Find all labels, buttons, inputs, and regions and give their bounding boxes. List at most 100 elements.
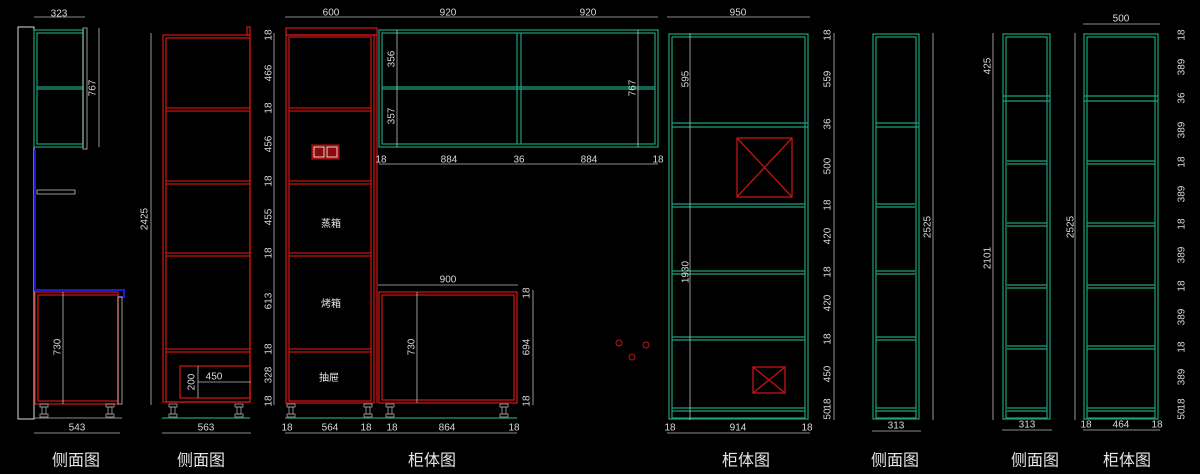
dim: 18 bbox=[1177, 280, 1188, 292]
dim: 18 bbox=[264, 175, 275, 187]
dim-drawer-height: 200 bbox=[187, 373, 198, 390]
dim: 389 bbox=[1177, 185, 1188, 202]
dim: 18 bbox=[652, 155, 664, 166]
upper-wall-cabinets bbox=[378, 29, 659, 148]
dim: 455 bbox=[264, 208, 275, 225]
cross-box-icon bbox=[752, 366, 786, 394]
dim: 357 bbox=[387, 107, 398, 124]
dim-height: 2525 bbox=[1066, 215, 1077, 238]
dim: 50 bbox=[823, 408, 834, 420]
dim: 18 bbox=[664, 423, 676, 434]
dim: 18 bbox=[264, 395, 275, 407]
backsplash bbox=[34, 150, 125, 298]
dim: 914 bbox=[730, 423, 747, 434]
dim-height: 767 bbox=[88, 79, 99, 96]
dim-width: 950 bbox=[730, 8, 747, 19]
drawing-label: 柜体图 bbox=[1103, 451, 1151, 470]
socket-icon bbox=[311, 144, 340, 160]
dim: 18 bbox=[823, 333, 834, 345]
drawing-label: 侧面图 bbox=[871, 451, 919, 470]
wall bbox=[17, 26, 35, 420]
dim: 389 bbox=[1177, 121, 1188, 138]
dim-width: 323 bbox=[51, 9, 68, 20]
dim: 389 bbox=[1177, 308, 1188, 325]
dim-height: 2425 bbox=[140, 207, 151, 230]
drawing-label: 侧面图 bbox=[177, 451, 225, 470]
dim-base-width: 900 bbox=[440, 275, 457, 286]
dim-upper-width-2: 920 bbox=[580, 8, 597, 19]
dim: 50 bbox=[1177, 408, 1188, 420]
dim: 450 bbox=[823, 365, 834, 382]
dim: 389 bbox=[1177, 246, 1188, 263]
dim: 18 bbox=[264, 247, 275, 259]
dim: 456 bbox=[264, 135, 275, 152]
dim: 18 bbox=[1177, 341, 1188, 353]
drawing-cabinet-elevation-2: 595 1930 950 18 559 36 500 18 420 18 420… bbox=[664, 8, 835, 470]
dim: 36 bbox=[513, 155, 525, 166]
cross-box-icon bbox=[736, 137, 793, 198]
drawing-side-view-1: 323 767 730 543 侧面图 bbox=[17, 9, 125, 470]
drawing-label: 侧面图 bbox=[52, 451, 100, 470]
drawing-cabinet-elevation-3: 500 2525 18 389 36 389 18 389 18 389 18 … bbox=[1066, 14, 1188, 470]
dim: 18 bbox=[823, 266, 834, 278]
dim: 389 bbox=[1177, 368, 1188, 385]
dim: 767 bbox=[628, 79, 639, 96]
leg bbox=[499, 403, 509, 418]
base-cabinet bbox=[378, 291, 518, 404]
dim: 18 bbox=[522, 287, 533, 299]
dim: 18 bbox=[823, 29, 834, 41]
dim: 420 bbox=[823, 227, 834, 244]
dim: 884 bbox=[581, 155, 598, 166]
dim-base-height: 730 bbox=[53, 338, 64, 355]
dim: 18 bbox=[386, 423, 398, 434]
dim: 18 bbox=[264, 102, 275, 114]
dim: 18 bbox=[823, 398, 834, 410]
drawing-side-view-3: 2525 313 侧面图 bbox=[871, 33, 934, 470]
leg bbox=[234, 403, 244, 418]
leg bbox=[105, 403, 115, 418]
dim-depth: 313 bbox=[1019, 420, 1036, 431]
dim: 18 bbox=[801, 423, 813, 434]
drawing-side-view-2: 200 450 2425 563 侧面图 bbox=[140, 26, 251, 470]
dim: 500 bbox=[823, 157, 834, 174]
dim-tall-width: 600 bbox=[323, 8, 340, 19]
tall-cabinet: 蒸箱 烤箱 抽屉 bbox=[285, 27, 378, 404]
dim: 2101 bbox=[983, 246, 994, 269]
dim: 18 bbox=[360, 423, 372, 434]
appliance-steamer: 蒸箱 bbox=[321, 217, 341, 230]
appliance-oven: 烤箱 bbox=[321, 297, 341, 310]
dim: 694 bbox=[522, 338, 533, 355]
dim: 389 bbox=[1177, 58, 1188, 75]
dim: 18 bbox=[1151, 420, 1163, 431]
dim: 884 bbox=[441, 155, 458, 166]
appliance-drawer: 抽屉 bbox=[319, 371, 339, 384]
drawing-label: 侧面图 bbox=[1011, 451, 1059, 470]
dim: 425 bbox=[983, 57, 994, 74]
dim: 466 bbox=[264, 64, 275, 81]
dim: 18 bbox=[281, 423, 293, 434]
dim-depth: 313 bbox=[888, 421, 905, 432]
dim: 36 bbox=[1177, 92, 1188, 104]
leg bbox=[39, 403, 49, 418]
dim-height: 2525 bbox=[923, 215, 934, 238]
dim: 559 bbox=[823, 70, 834, 87]
dim-width: 500 bbox=[1113, 14, 1130, 25]
dim: 18 bbox=[1177, 398, 1188, 410]
dim: 864 bbox=[439, 423, 456, 434]
dim: 420 bbox=[823, 294, 834, 311]
dim-depth: 543 bbox=[69, 423, 86, 434]
dim: 18 bbox=[1177, 218, 1188, 230]
dim: 18 bbox=[1177, 156, 1188, 168]
dim: 1930 bbox=[681, 260, 692, 283]
dim-drawer-depth: 450 bbox=[206, 372, 223, 383]
drawing-label: 柜体图 bbox=[722, 451, 770, 470]
leg bbox=[363, 403, 373, 418]
dim: 36 bbox=[823, 118, 834, 130]
dim-depth: 563 bbox=[198, 423, 215, 434]
dim: 18 bbox=[1080, 420, 1092, 431]
upper-cabinet bbox=[33, 27, 88, 150]
base-cabinet bbox=[34, 291, 123, 405]
dim: 613 bbox=[264, 292, 275, 309]
dim: 18 bbox=[1177, 29, 1188, 41]
wall-shelf bbox=[36, 189, 76, 195]
